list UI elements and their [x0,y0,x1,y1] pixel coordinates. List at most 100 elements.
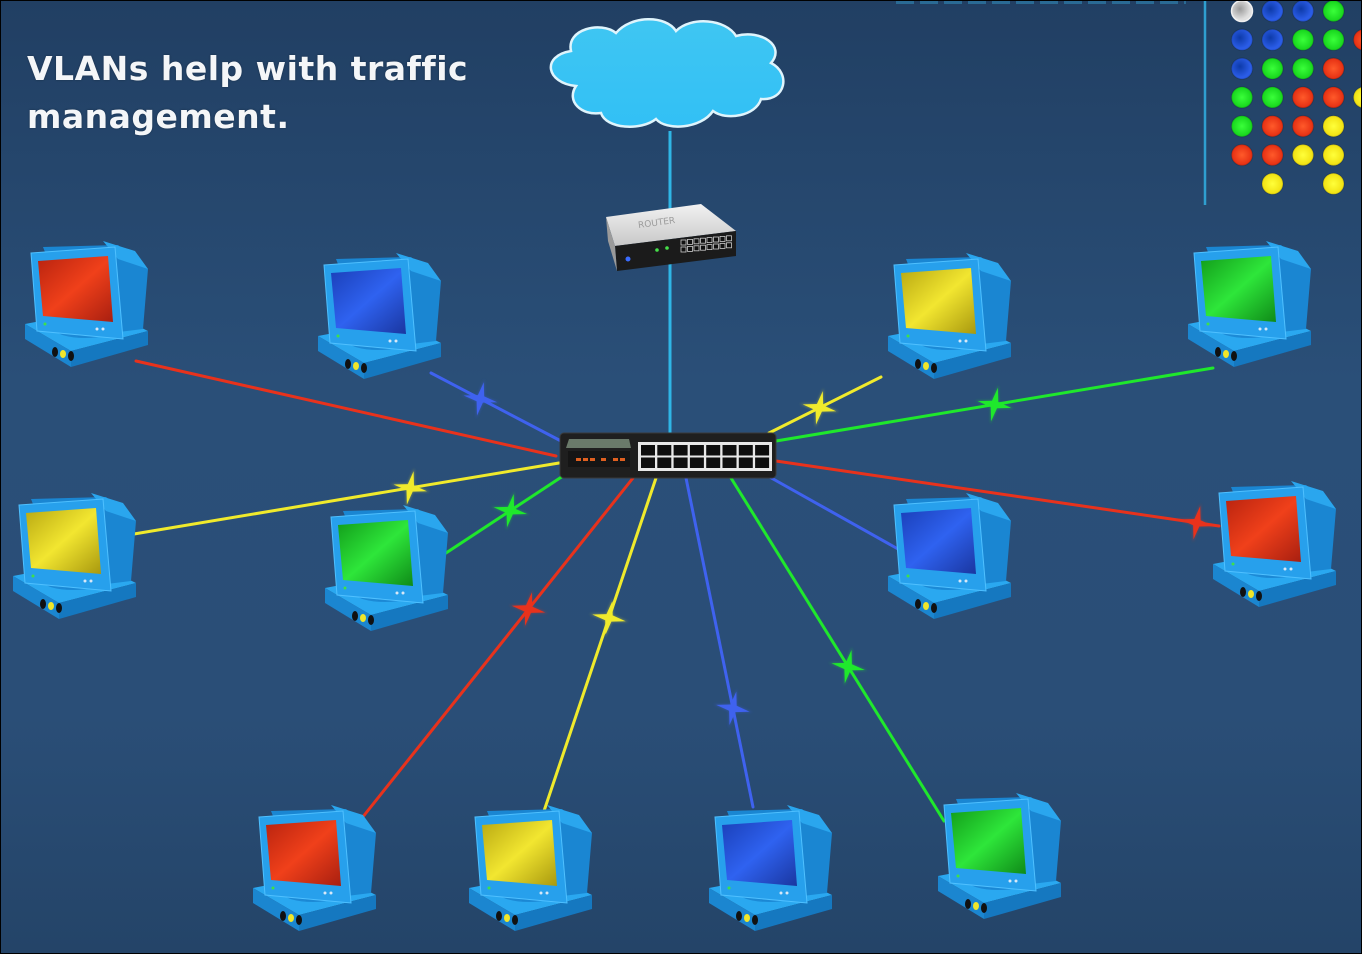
router-status-led [665,246,669,250]
router-port [687,238,693,245]
router-port [693,238,700,245]
router-port [687,245,693,252]
packet-star-blue [463,382,498,416]
vlan-dot-yellow [1322,172,1345,196]
computer-icon-yellow[interactable] [13,493,136,619]
computer-icon-red[interactable] [253,805,376,931]
packet-star-green [493,494,527,528]
switch-led [576,458,581,461]
vlan-dot-yellow [1322,114,1345,138]
computer-icon-green[interactable] [1188,241,1311,367]
vlan-link-green [729,476,946,823]
computer-icon-yellow[interactable] [888,253,1011,379]
packet-star-red [1180,506,1214,540]
computer-icon-blue[interactable] [709,805,832,931]
vlan-link-yellow [132,461,561,536]
switch-port [641,457,655,468]
router-port [719,242,726,249]
switch-port [738,445,753,456]
computer-icon-red[interactable] [1213,481,1336,607]
computer-icon-blue[interactable] [888,493,1011,619]
vlan-link-green [444,474,565,555]
router-port [713,236,719,243]
vlan-dot-red [1291,86,1315,109]
computer-icon-yellow[interactable] [469,805,592,931]
computer-icon-green[interactable] [325,505,448,631]
computer-screen [951,808,1026,874]
router-ports [680,235,732,253]
vlan-dot-red [1261,114,1284,138]
router-port [706,237,713,244]
vlan-link-yellow [542,476,658,813]
vlan-dot-red [1261,143,1284,167]
vlan-link-red [134,359,558,458]
computer-screen [901,508,976,574]
router-power-led [625,256,631,262]
switch-icon[interactable] [559,432,777,479]
packet-star-green [831,650,865,684]
vlan-dot-yellow [1352,86,1361,109]
packet-star-blue [716,691,750,725]
computer-icon-blue[interactable] [318,253,441,379]
router-port [680,239,687,246]
computer-screen [26,508,101,574]
router-port [680,246,687,253]
vlan-dot-red [1291,114,1315,138]
computer-screen [482,820,557,886]
vlan-link-blue [684,476,755,809]
computer-screen [38,256,113,322]
router-port [726,242,732,249]
router-port [700,244,706,251]
router-icon[interactable]: ROUTER [606,204,736,271]
caption-line-1: VLANs help with traffic [27,49,469,88]
router-port [706,244,713,251]
computer-icon-red[interactable] [25,241,148,367]
vlan-dot-green [1322,1,1345,23]
switch-port [722,445,737,456]
computer-screen [901,268,976,334]
caption-text: VLANs help with traffic management. [27,45,507,141]
vlan-dot-blue [1261,1,1284,23]
switch-led [601,458,606,461]
packet-star-yellow [802,391,837,425]
computer-screen [338,520,413,586]
router-port [719,235,726,242]
router-port [726,235,732,242]
vlan-link-red [356,476,635,825]
vlan-dot-green [1291,28,1315,52]
switch-port [673,445,688,456]
vlan-link-red [774,459,1221,528]
switch-port [722,457,737,468]
switch-activity-leds [576,458,625,461]
internet-cloud-icon[interactable] [549,18,785,128]
vlan-dot-red [1322,57,1345,80]
vlan-dot-green [1261,86,1284,109]
computer-screen [266,820,341,886]
switch-led [620,458,625,461]
computer-screen [331,268,406,334]
switch-port [755,457,770,468]
vlan-dot-green [1291,57,1315,80]
vlan-dot-blue [1291,1,1315,23]
packet-star-yellow [592,601,626,635]
switch-led [613,458,618,461]
links-layer [132,359,1221,825]
switch-port [673,457,688,468]
computer-screen [1226,496,1301,562]
vlan-dot-blue [1230,28,1254,52]
packet-star-red [511,592,546,626]
vlan-dot-yellow [1322,143,1345,167]
computer-screen [1201,256,1276,322]
switch-port [641,445,655,456]
switch-port [657,445,672,456]
switch-ports [641,445,770,468]
packets-layer [390,379,1217,728]
vlan-dot-red [1322,86,1345,109]
vlan-dot-yellow [1291,143,1315,167]
switch-port [689,457,704,468]
switch-port [657,457,672,468]
computer-icon-green[interactable] [938,793,1061,919]
computer-screen [722,820,797,886]
vlan-dot-green [1261,57,1284,80]
